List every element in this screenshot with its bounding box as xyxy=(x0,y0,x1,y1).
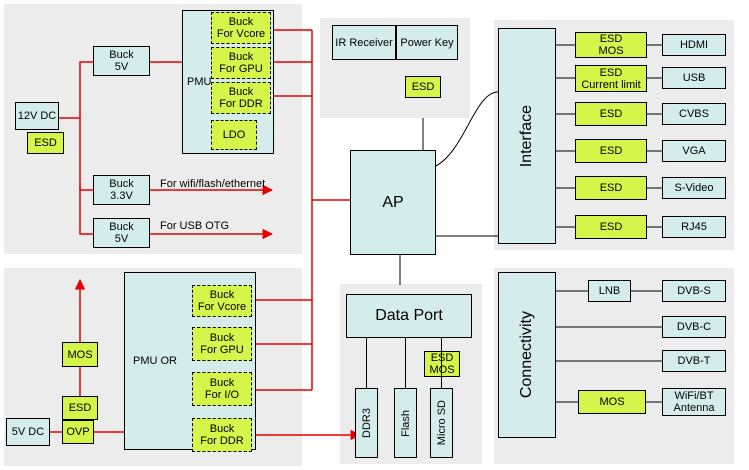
lnb-box: LNB xyxy=(588,280,631,302)
mos-left-box: MOS xyxy=(62,342,98,367)
flash-label: Flash xyxy=(399,409,412,437)
connectivity-title: Connectivity xyxy=(518,311,535,399)
dvb-c-box: DVB-C xyxy=(662,316,726,338)
ir-receiver-box: IR Receiver xyxy=(332,25,396,60)
interface-esd-usb: ESD Current limit xyxy=(575,65,647,92)
interface-esd-cvbs: ESD xyxy=(575,102,647,126)
connectivity-box: Connectivity xyxy=(498,272,556,438)
buck-vcore-lower: Buck For Vcore xyxy=(192,285,252,317)
buck-ddr-box: Buck For DDR xyxy=(211,82,271,114)
micro-sd-label: Micro SD xyxy=(435,400,448,446)
pmu-or-label: PMU OR xyxy=(133,355,177,367)
interface-esd-svideo: ESD xyxy=(575,176,647,200)
data-port-box: Data Port xyxy=(346,294,472,338)
micro-sd-box: Micro SD xyxy=(430,388,453,458)
buck-3v3-box: Buck 3.3V xyxy=(93,175,150,205)
buck-gpu-lower: Buck For GPU xyxy=(192,327,252,361)
ovp-box: OVP xyxy=(62,420,94,444)
interface-title: Interface xyxy=(518,104,535,168)
flash-box: Flash xyxy=(394,388,417,458)
ddr3-label: DDR3 xyxy=(360,408,373,438)
port-hdmi: HDMI xyxy=(662,34,726,56)
dvb-s-box: DVB-S xyxy=(662,280,726,302)
port-usb: USB xyxy=(662,67,726,89)
pmu-label: PMU xyxy=(187,76,212,88)
port-svideo: S-Video xyxy=(662,177,726,199)
dc-5v-box: 5V DC xyxy=(6,418,50,446)
buck-io-lower: Buck For I/O xyxy=(192,372,252,406)
interface-box: Interface xyxy=(498,28,556,244)
port-vga: VGA xyxy=(662,140,726,162)
ldo-box: LDO xyxy=(211,120,257,150)
interface-esd-rj45: ESD xyxy=(575,215,647,239)
buck-gpu-box: Buck For GPU xyxy=(211,47,271,79)
dvb-t-box: DVB-T xyxy=(662,350,726,372)
usb-otg-label: For USB OTG xyxy=(160,220,230,232)
ap-box: AP xyxy=(350,150,436,255)
buck-5v-box: Buck 5V xyxy=(93,46,150,76)
wifi-flash-ethernet-label: For wifi/flash/ethernet xyxy=(160,178,266,190)
interface-esd-vga: ESD xyxy=(575,139,647,163)
port-cvbs: CVBS xyxy=(662,103,726,125)
esd-mos-dataport: ESD MOS xyxy=(424,351,460,377)
buck-ddr-lower: Buck For DDR xyxy=(192,418,252,452)
port-rj45: RJ45 xyxy=(662,216,726,238)
dataport-column-lines xyxy=(366,338,442,388)
esd-left-box: ESD xyxy=(62,396,98,420)
interface-esd-hdmi: ESD MOS xyxy=(575,32,647,58)
mos-connectivity-box: MOS xyxy=(578,390,646,414)
power-key-box: Power Key xyxy=(396,25,458,60)
buck-vcore-box: Buck For Vcore xyxy=(211,12,271,44)
esd-center-box: ESD xyxy=(405,76,441,98)
dc-12v-box: 12V DC xyxy=(15,102,59,130)
wifi-bt-antenna-box: WiFi/BT Antenna xyxy=(662,388,726,416)
esd-12v-box: ESD xyxy=(27,132,64,154)
buck-5v-b-box: Buck 5V xyxy=(93,218,150,248)
dataport-flash-line xyxy=(405,338,406,388)
ddr3-box: DDR3 xyxy=(355,388,378,458)
